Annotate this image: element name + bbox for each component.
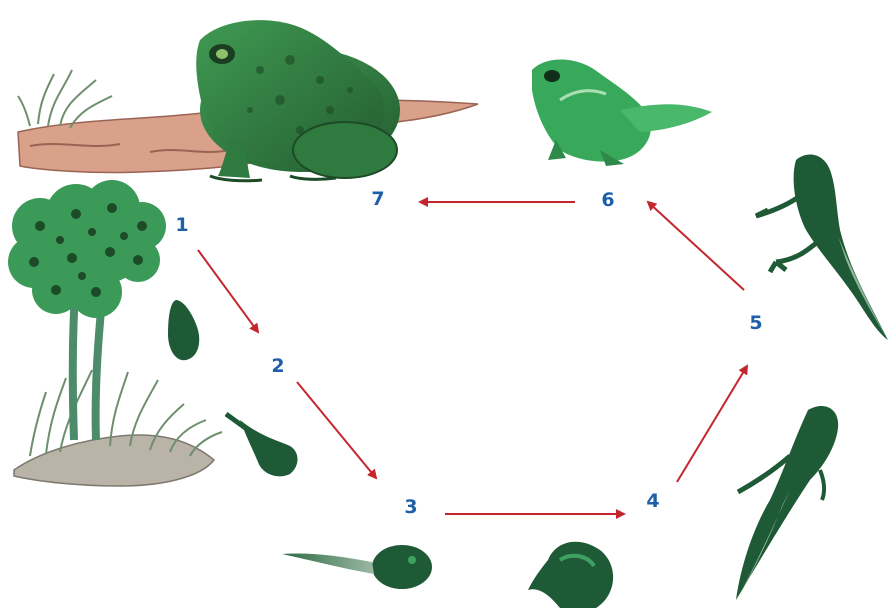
- adult-frog-on-log: [18, 20, 478, 181]
- arrow-2-to-3: [297, 382, 376, 478]
- froglet: [532, 60, 712, 167]
- arrow-1-to-2: [198, 250, 258, 332]
- arrow-5-to-6: [648, 202, 744, 290]
- arrow-4-to-5: [677, 366, 747, 482]
- stage-label-4: 4: [638, 492, 668, 511]
- stage-label-3: 3: [396, 498, 426, 517]
- stage-label-7: 7: [363, 190, 393, 209]
- young-tadpole: [282, 545, 432, 589]
- stage-label-6: 6: [593, 191, 623, 210]
- stage-label-5: 5: [741, 314, 771, 333]
- stage-label-1: 1: [167, 216, 197, 235]
- stage-label-2: 2: [263, 357, 293, 376]
- tadpole-with-legs: [756, 155, 888, 340]
- tadpole-with-hind-legs: [736, 406, 838, 600]
- curled-tadpole: [528, 542, 613, 608]
